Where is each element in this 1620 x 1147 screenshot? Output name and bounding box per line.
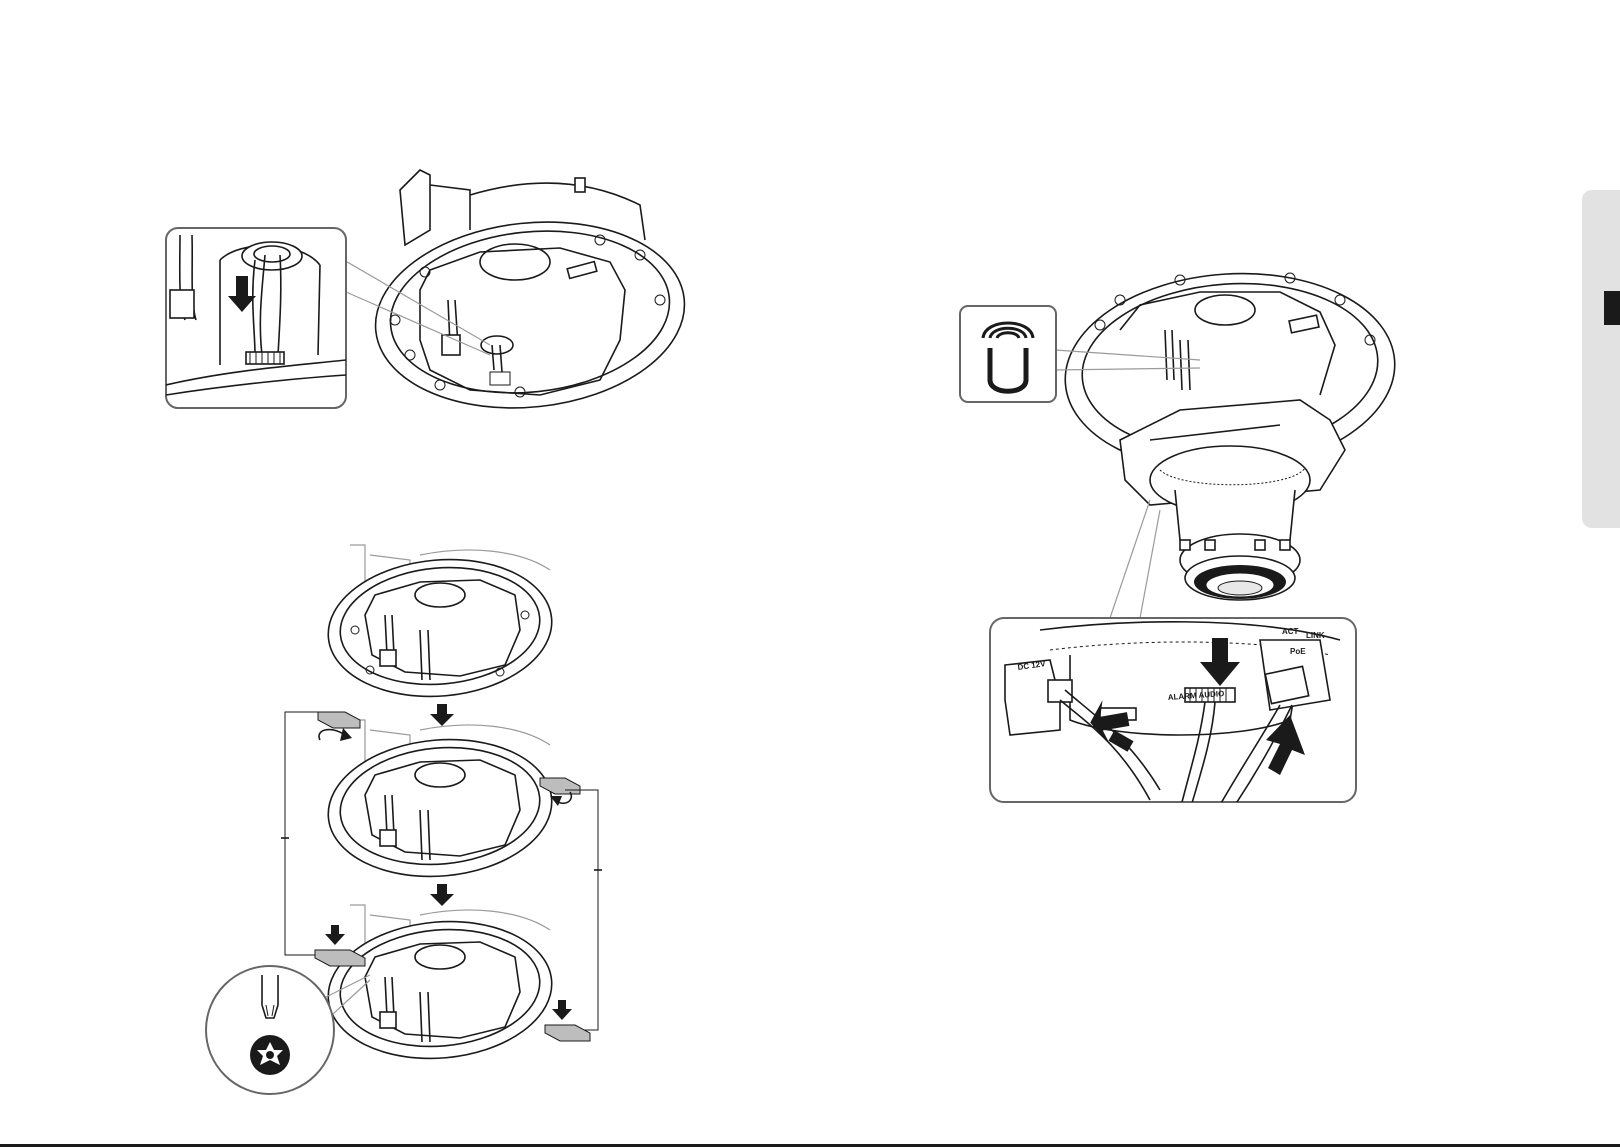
camera-module [1120,400,1345,600]
link-label: LINK [1306,631,1325,640]
act-label: ACT [1282,627,1299,636]
chapter-side-tab [1582,190,1620,528]
chapter-indicator [1604,291,1620,325]
poe-label: PoE [1290,647,1306,656]
connection-inset: DC 12V ALARM AUDIO ACT LINK PoE [990,500,1356,810]
